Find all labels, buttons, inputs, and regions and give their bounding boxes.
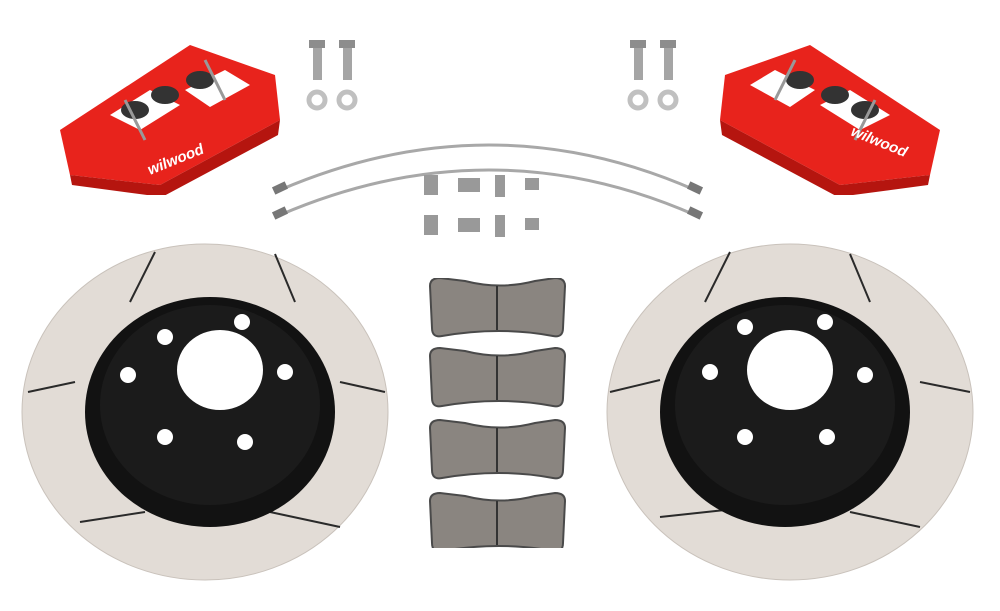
brake-lines bbox=[270, 120, 710, 230]
bolts-washers-left bbox=[300, 38, 370, 113]
fittings bbox=[420, 170, 550, 250]
right-rotor bbox=[605, 242, 975, 582]
left-caliper: wilwood bbox=[40, 35, 300, 195]
left-rotor bbox=[20, 242, 390, 582]
brake-pads bbox=[425, 278, 575, 548]
bolts-washers-right bbox=[625, 38, 695, 113]
right-caliper: wilwood bbox=[700, 35, 960, 195]
